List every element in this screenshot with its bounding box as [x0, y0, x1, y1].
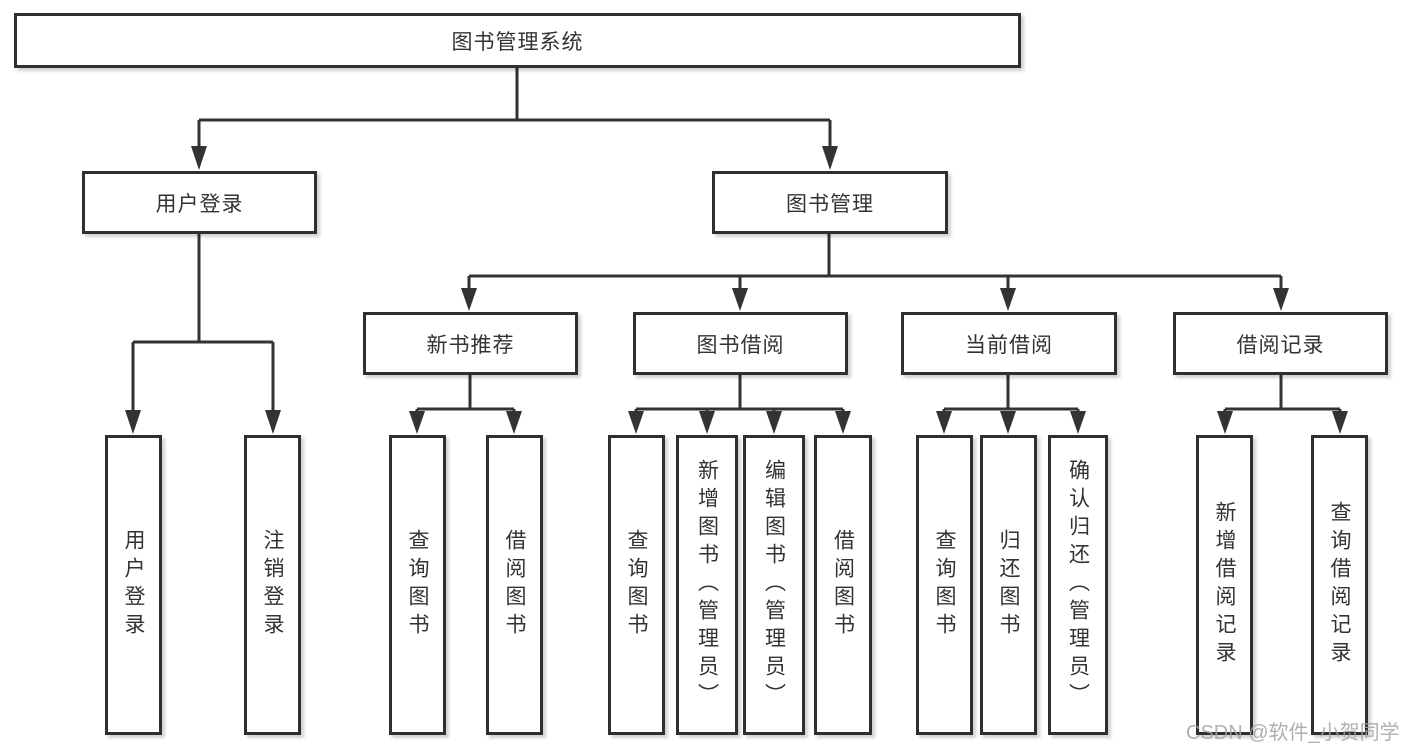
leaf-label: 新增图书（管理员） [695, 459, 719, 711]
connector-current-borrow-to-leaves [936, 375, 1086, 434]
node-book-borrowing: 图书借阅 [633, 312, 848, 375]
connector-new-book-rec-to-leaves [409, 375, 522, 434]
leaf-query-books-bb: 查询图书 [608, 435, 665, 735]
leaf-query-books-nb: 查询图书 [389, 435, 446, 735]
leaf-label: 借阅图书 [503, 529, 526, 641]
leaf-add-books-admin: 新增图书（管理员） [676, 435, 738, 735]
leaf-label: 查询图书 [625, 529, 648, 641]
leaf-user-login: 用户登录 [105, 435, 162, 735]
leaf-add-borrow-record: 新增借阅记录 [1196, 435, 1253, 735]
leaf-label: 归还图书 [997, 529, 1020, 641]
node-label: 新书推荐 [426, 333, 515, 357]
node-new-book-recommendation: 新书推荐 [363, 312, 578, 375]
leaf-label: 编辑图书（管理员） [762, 459, 786, 711]
node-library-management-system: 图书管理系统 [14, 13, 1021, 68]
node-label: 当前借阅 [965, 333, 1053, 357]
connector-root-to-branches [191, 68, 838, 170]
node-current-borrowing: 当前借阅 [901, 312, 1117, 375]
node-label: 用户登录 [155, 192, 244, 216]
leaf-label: 用户登录 [122, 529, 145, 641]
leaf-label: 借阅图书 [831, 529, 855, 641]
leaf-return-books: 归还图书 [980, 435, 1037, 735]
node-label: 图书管理系统 [451, 30, 584, 54]
node-label: 借阅记录 [1236, 333, 1325, 357]
connector-book-borrow-to-leaves [628, 375, 851, 434]
connector-book-mgmt-to-modules [461, 234, 1289, 311]
node-label: 图书管理 [786, 192, 874, 216]
watermark: CSDN @软件_小贺同学 [1186, 722, 1400, 744]
leaf-logout: 注销登录 [244, 435, 301, 735]
leaf-query-books-cb: 查询图书 [916, 435, 973, 735]
leaf-label: 注销登录 [261, 529, 284, 641]
node-book-management: 图书管理 [712, 171, 948, 234]
leaf-query-borrow-record: 查询借阅记录 [1311, 435, 1368, 735]
leaf-label: 新增借阅记录 [1213, 501, 1236, 669]
leaf-label: 查询图书 [933, 529, 956, 641]
connector-borrow-record-to-leaves [1217, 375, 1348, 434]
node-label: 图书借阅 [696, 333, 785, 357]
connector-user-login-to-leaves [125, 234, 281, 434]
leaf-label: 确认归还（管理员） [1066, 459, 1090, 711]
leaf-edit-books-admin: 编辑图书（管理员） [743, 435, 805, 735]
leaf-confirm-return-admin: 确认归还（管理员） [1048, 435, 1108, 735]
leaf-borrow-books-nb: 借阅图书 [486, 435, 543, 735]
leaf-borrow-books-bb: 借阅图书 [814, 435, 872, 735]
node-borrowing-records: 借阅记录 [1173, 312, 1388, 375]
leaf-label: 查询图书 [406, 529, 429, 641]
node-user-login: 用户登录 [82, 171, 317, 234]
leaf-label: 查询借阅记录 [1328, 501, 1351, 669]
